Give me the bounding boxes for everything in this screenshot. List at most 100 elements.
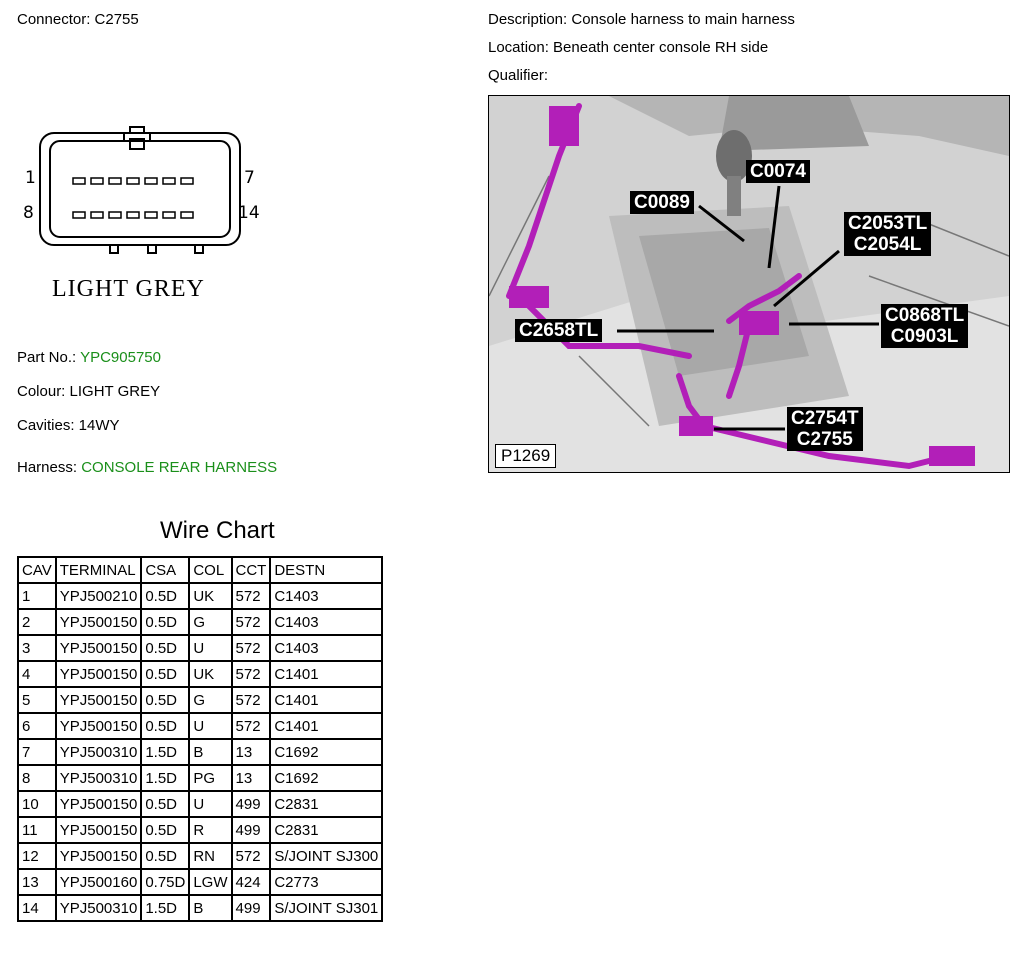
cell-col: UK: [188, 582, 233, 610]
cell-csa: 0.5D: [140, 842, 191, 870]
cell-cct: 572: [230, 582, 272, 610]
part-number-link[interactable]: YPC905750: [80, 349, 161, 366]
cell-cct: 13: [230, 738, 272, 766]
cell-terminal: YPJ500150: [54, 686, 143, 714]
callout-c2053tl: C2053TL C2054L: [844, 212, 932, 256]
callout-c2658tl: C2658TL: [515, 319, 603, 342]
cell-cav: 11: [17, 816, 57, 844]
cell-cav: 7: [17, 738, 57, 766]
location-photo: C0074 C0089 C2053TL C2054L C0868TL C0903…: [488, 95, 1010, 473]
col-header-col: COL: [188, 556, 233, 584]
cell-terminal: YPJ500150: [54, 842, 143, 870]
cell-csa: 0.75D: [140, 868, 191, 896]
cell-cct: 572: [230, 686, 272, 714]
cell-cav: 12: [17, 842, 57, 870]
connector-outline-icon: [39, 126, 241, 254]
description-text: Description: Console harness to main har…: [488, 11, 795, 28]
col-header-cav: CAV: [17, 556, 57, 584]
cell-terminal: YPJ500310: [54, 764, 143, 792]
harness: Harness: CONSOLE REAR HARNESS: [17, 459, 277, 476]
cell-cav: 6: [17, 712, 57, 740]
cell-col: B: [188, 894, 233, 922]
cell-col: U: [188, 790, 233, 818]
cell-terminal: YPJ500150: [54, 816, 143, 844]
cell-cct: 13: [230, 764, 272, 792]
cell-destn: C1401: [269, 686, 384, 714]
cell-col: U: [188, 634, 233, 662]
cell-cct: 499: [230, 816, 272, 844]
cell-csa: 0.5D: [140, 660, 191, 688]
cell-cct: 572: [230, 712, 272, 740]
qualifier-text: Qualifier:: [488, 67, 549, 84]
col-header-terminal: TERMINAL: [54, 556, 143, 584]
vehicle-interior-illustration: [489, 96, 1009, 472]
wire-chart-title: Wire Chart: [160, 517, 275, 544]
photo-reference: P1269: [495, 444, 557, 468]
cell-csa: 0.5D: [140, 712, 191, 740]
cell-destn: C2773: [269, 868, 384, 896]
cell-csa: 0.5D: [140, 608, 191, 636]
cell-cav: 14: [17, 894, 57, 922]
colour-text: Colour: LIGHT GREY: [17, 383, 161, 400]
cell-cct: 572: [230, 634, 272, 662]
pin-label-1: 1: [25, 168, 36, 188]
callout-c0089: C0089: [630, 191, 694, 214]
location-text: Location: Beneath center console RH side: [488, 39, 769, 56]
cell-destn: S/JOINT SJ301: [269, 894, 384, 922]
cell-col: PG: [188, 764, 233, 792]
harness-link[interactable]: CONSOLE REAR HARNESS: [81, 459, 278, 476]
cell-csa: 1.5D: [140, 894, 191, 922]
cell-col: B: [188, 738, 233, 766]
cell-col: G: [188, 686, 233, 714]
cell-cct: 572: [230, 608, 272, 636]
cell-terminal: YPJ500150: [54, 712, 143, 740]
cell-csa: 1.5D: [140, 738, 191, 766]
cell-csa: 0.5D: [140, 790, 191, 818]
cell-cct: 499: [230, 894, 272, 922]
cell-cct: 572: [230, 842, 272, 870]
cell-col: G: [188, 608, 233, 636]
cell-col: U: [188, 712, 233, 740]
cell-destn: S/JOINT SJ300: [269, 842, 384, 870]
cell-destn: C1692: [269, 764, 384, 792]
callout-c0074: C0074: [746, 160, 810, 183]
cell-csa: 1.5D: [140, 764, 191, 792]
cell-csa: 0.5D: [140, 686, 191, 714]
cell-terminal: YPJ500150: [54, 660, 143, 688]
cell-csa: 0.5D: [140, 634, 191, 662]
col-header-csa: CSA: [140, 556, 191, 584]
cell-cav: 2: [17, 608, 57, 636]
part-number: Part No.: YPC905750: [17, 349, 161, 366]
cell-terminal: YPJ500150: [54, 790, 143, 818]
cell-cct: 499: [230, 790, 272, 818]
cell-destn: C1403: [269, 634, 384, 662]
part-number-label: Part No.:: [17, 349, 77, 366]
cell-terminal: YPJ500210: [54, 582, 143, 610]
cell-destn: C1403: [269, 582, 384, 610]
cell-cav: 8: [17, 764, 57, 792]
cell-terminal: YPJ500310: [54, 894, 143, 922]
connector-face-diagram: [20, 125, 270, 305]
cavities-text: Cavities: 14WY: [17, 417, 120, 434]
cell-terminal: YPJ500160: [54, 868, 143, 896]
col-header-destn: DESTN: [269, 556, 384, 584]
wire-chart-header-row: CAV TERMINAL CSA COL CCT DESTN: [17, 556, 384, 584]
cell-csa: 0.5D: [140, 582, 191, 610]
cell-cav: 5: [17, 686, 57, 714]
cell-destn: C2831: [269, 790, 384, 818]
pin-label-7: 7: [244, 168, 255, 188]
cell-destn: C1401: [269, 660, 384, 688]
cell-cct: 572: [230, 660, 272, 688]
cell-cct: 424: [230, 868, 272, 896]
cell-terminal: YPJ500310: [54, 738, 143, 766]
